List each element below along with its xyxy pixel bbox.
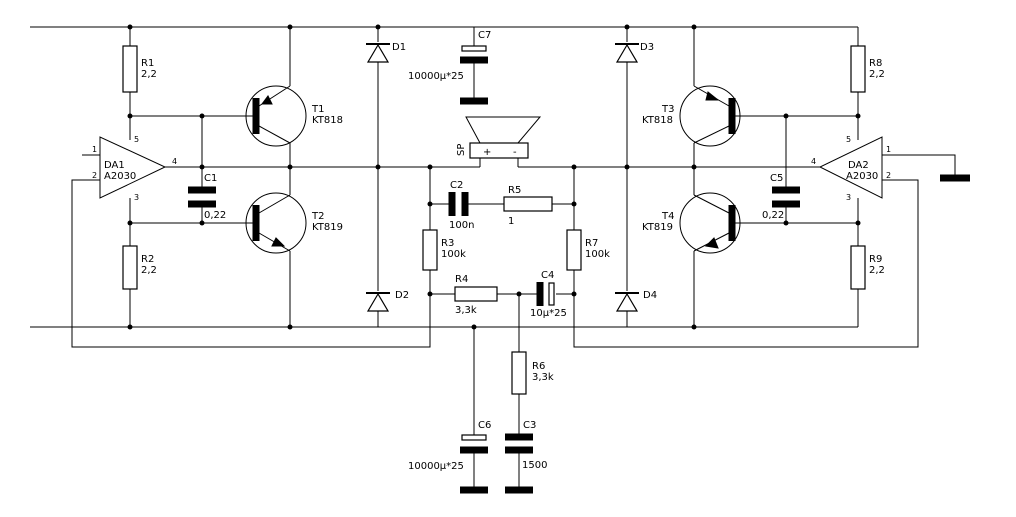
diode-d1: D1 bbox=[366, 42, 406, 63]
da1-pin2: 2 bbox=[92, 171, 97, 180]
junction-dots bbox=[127, 24, 861, 330]
r8-name: R8 bbox=[869, 58, 882, 69]
r2-name: R2 bbox=[141, 254, 154, 265]
t2-type: KT819 bbox=[312, 222, 343, 233]
r6-value: 3,3k bbox=[532, 372, 554, 383]
d4-label: D4 bbox=[643, 290, 657, 301]
c1-value: 0,22 bbox=[204, 210, 226, 221]
c7-name: C7 bbox=[478, 30, 491, 41]
transistor-t1: T1 KT818 bbox=[245, 85, 343, 147]
resistor-r7: R7 100k bbox=[566, 229, 610, 271]
capacitor-c7: C7 10000µ*25 bbox=[408, 30, 491, 105]
da1-name: DA1 bbox=[104, 160, 125, 171]
t4-name: T4 bbox=[661, 211, 674, 222]
resistor-r8: R8 2,2 bbox=[850, 45, 885, 93]
c7-value: 10000µ*25 bbox=[408, 71, 464, 82]
c4-name: C4 bbox=[541, 270, 554, 281]
capacitor-c1: C1 0,22 bbox=[188, 167, 226, 221]
resistor-r3: R3 100k bbox=[422, 229, 466, 271]
da1-pin3: 3 bbox=[134, 193, 139, 202]
transistor-t3: T3 KT818 bbox=[642, 85, 741, 147]
capacitor-c4: C4 10µ*25 bbox=[530, 270, 567, 319]
r5-value: 1 bbox=[508, 216, 514, 227]
da1-type: A2030 bbox=[104, 171, 136, 182]
speaker-minus: - bbox=[513, 147, 517, 158]
d3-label: D3 bbox=[640, 42, 654, 53]
wires bbox=[30, 26, 956, 490]
da1-opamp: DA1 A2030 1 2 5 3 4 bbox=[82, 135, 177, 202]
resistor-r9: R9 2,2 bbox=[850, 245, 885, 290]
c2-name: C2 bbox=[450, 180, 463, 191]
capacitor-c5: C5 0,22 bbox=[762, 167, 800, 221]
r2-value: 2,2 bbox=[141, 265, 157, 276]
r4-name: R4 bbox=[455, 274, 468, 285]
t3-type: KT818 bbox=[642, 115, 673, 126]
capacitor-c6: C6 10000µ*25 bbox=[408, 420, 491, 494]
r5-name: R5 bbox=[508, 185, 521, 196]
resistor-r5: R5 1 bbox=[503, 185, 553, 227]
t2-name: T2 bbox=[311, 211, 324, 222]
diode-d2: D2 bbox=[366, 290, 409, 312]
da2-name: DA2 bbox=[848, 160, 869, 171]
r1-name: R1 bbox=[141, 58, 154, 69]
r7-name: R7 bbox=[585, 238, 598, 249]
da1-pin4: 4 bbox=[172, 157, 177, 166]
c1-name: C1 bbox=[204, 173, 217, 184]
diode-d3: D3 bbox=[615, 42, 654, 63]
c6-value: 10000µ*25 bbox=[408, 461, 464, 472]
r6-name: R6 bbox=[532, 361, 545, 372]
c3-name: C3 bbox=[523, 420, 536, 431]
diode-d4: D4 bbox=[615, 290, 657, 312]
t1-type: KT818 bbox=[312, 115, 343, 126]
r3-name: R3 bbox=[441, 238, 454, 249]
resistor-r4: R4 3,3k bbox=[454, 274, 498, 316]
r9-name: R9 bbox=[869, 254, 882, 265]
speaker-label: SP bbox=[456, 144, 467, 156]
da2-type: A2030 bbox=[846, 171, 878, 182]
da2-opamp: DA2 A2030 1 2 5 3 4 bbox=[811, 135, 970, 202]
c5-name: C5 bbox=[770, 173, 783, 184]
t4-type: KT819 bbox=[642, 222, 673, 233]
da2-pin2: 2 bbox=[886, 171, 891, 180]
da2-pin3: 3 bbox=[846, 193, 851, 202]
r9-value: 2,2 bbox=[869, 265, 885, 276]
da2-pin5: 5 bbox=[846, 135, 851, 144]
r8-value: 2,2 bbox=[869, 69, 885, 80]
d2-label: D2 bbox=[395, 290, 409, 301]
r3-value: 100k bbox=[441, 249, 466, 260]
da1-pin5: 5 bbox=[134, 135, 139, 144]
resistor-r2: R2 2,2 bbox=[122, 245, 157, 290]
da2-pin4: 4 bbox=[811, 157, 816, 166]
transistor-t2: T2 KT819 bbox=[245, 192, 343, 254]
r7-value: 100k bbox=[585, 249, 610, 260]
da1-pin1: 1 bbox=[92, 145, 97, 154]
c3-value: 1500 bbox=[522, 460, 547, 471]
capacitor-c3: C3 1500 bbox=[505, 420, 547, 494]
r4-value: 3,3k bbox=[455, 305, 477, 316]
c5-value: 0,22 bbox=[762, 210, 784, 221]
c4-value: 10µ*25 bbox=[530, 308, 567, 319]
speaker-plus: + bbox=[483, 147, 491, 158]
resistor-r1: R1 2,2 bbox=[122, 45, 157, 93]
t3-name: T3 bbox=[661, 104, 674, 115]
r1-value: 2,2 bbox=[141, 69, 157, 80]
speaker-icon: + - SP bbox=[456, 116, 542, 159]
c2-value: 100n bbox=[449, 220, 474, 231]
capacitor-c2: C2 100n bbox=[448, 180, 474, 231]
c6-name: C6 bbox=[478, 420, 491, 431]
d1-label: D1 bbox=[392, 42, 406, 53]
t1-name: T1 bbox=[311, 104, 324, 115]
resistor-r6: R6 3,3k bbox=[511, 351, 554, 395]
transistor-t4: T4 KT819 bbox=[642, 192, 741, 254]
da2-pin1: 1 bbox=[886, 145, 891, 154]
